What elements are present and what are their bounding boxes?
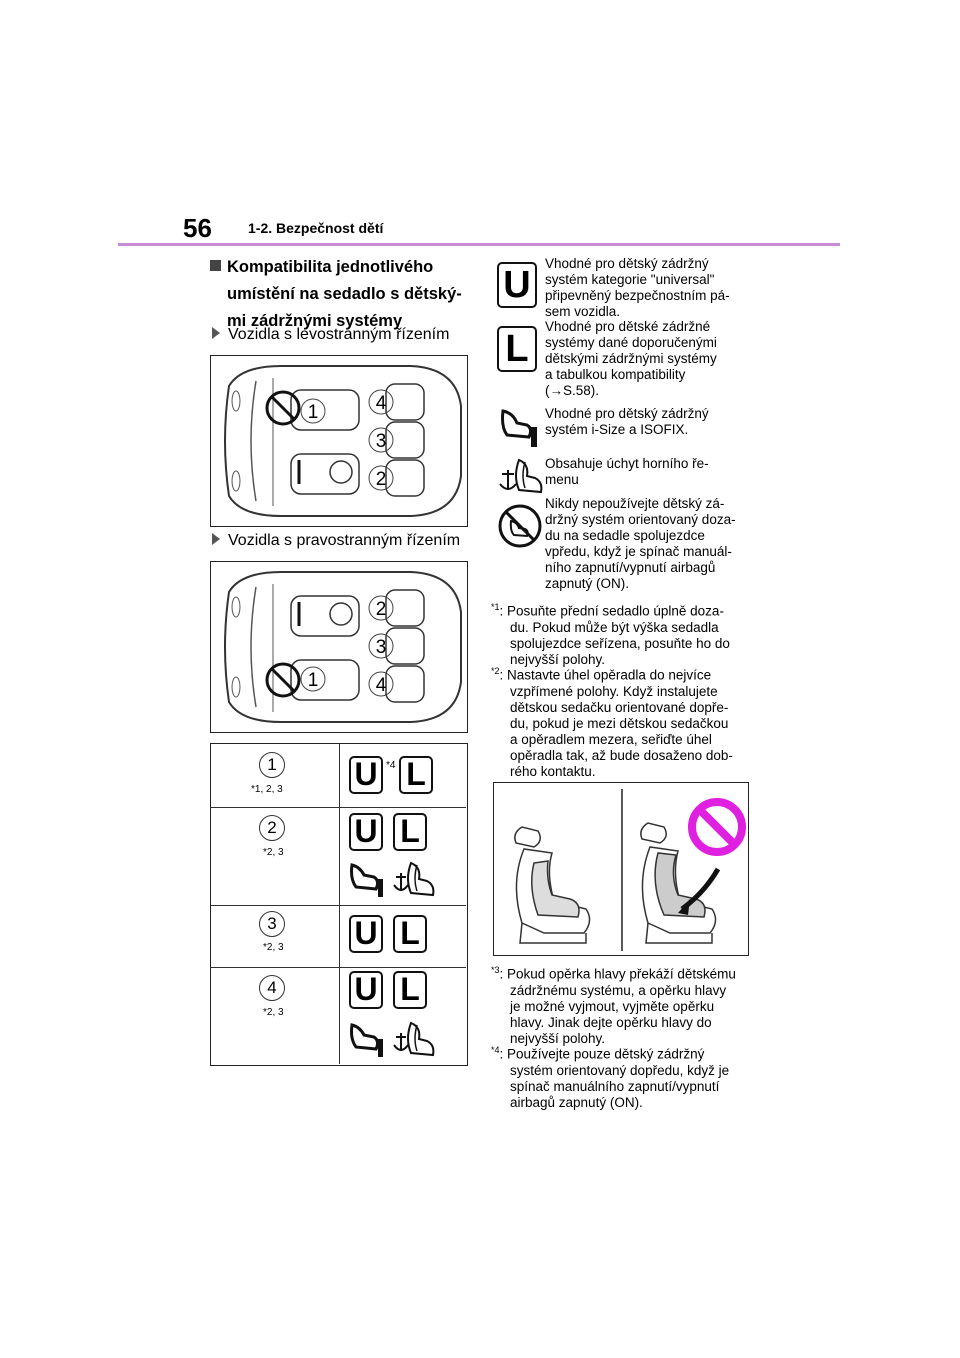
l-mark: L [497,326,537,372]
square-bullet-icon [210,260,221,271]
mark-note: *4 [386,760,396,771]
u-mark: U [349,915,383,953]
row-note: *2, 3 [263,1007,284,1018]
top-tether-icon [499,458,543,494]
seat-number: 4 [259,975,285,1001]
l-mark: L [393,971,427,1009]
legend-tether-text: Obsahuje úchyt horního ře- menu [545,456,709,487]
compat-table: 1 *1, 2, 3 U *4 L 2 *2, 3 U L 3 *2, 3 U … [210,743,468,1066]
lhd-seat-2: 2 [376,469,387,490]
rhd-seat-1: 1 [308,670,319,691]
prohibited-icon [688,798,746,856]
footnote-2: *2: Nastavte úhel opěradla do nejvíce vz… [491,666,733,779]
legend-u-text: Vhodné pro dětský zádržný systém kategor… [545,256,730,319]
headrest-illustration [493,782,749,956]
lhd-seat-1: 1 [308,402,319,423]
u-mark: U [349,813,383,851]
headrest-svg [514,789,746,951]
lhd-seat-3: 3 [376,431,387,452]
l-mark: L [393,915,427,953]
section-title: Kompatibilita jednotlivého umístění na s… [210,254,480,335]
legend-no-rear-text: Nikdy nepoužívejte dětský zá- držný syst… [545,496,736,591]
l-mark: L [393,813,427,851]
legend-u: U [497,262,537,308]
lhd-car-svg: 1 4 3 2 [224,365,462,517]
footnote-4: *4: Používejte pouze dětský zádržný syst… [491,1045,730,1110]
triangle-bullet-icon [212,327,220,339]
legend-l-text: Vhodné pro dětské zádržné systémy dané d… [545,319,717,398]
header-rule [118,243,840,246]
isofix-seat-icon [350,863,383,897]
triangle-bullet-icon [212,533,220,545]
legend-l: L [497,326,537,372]
top-tether-icon [393,1021,435,1057]
isofix-seat-icon [350,1023,383,1057]
rhd-seat-2: 2 [376,599,387,620]
top-tether-icon [393,861,435,897]
page-number: 56 [183,213,212,243]
l-mark: L [399,756,433,794]
u-mark: U [349,756,383,794]
seat-number: 1 [259,752,285,778]
row-note: *2, 3 [263,942,284,953]
table-row: 3 *2, 3 U L [211,905,466,968]
rhd-seat-4: 4 [376,675,387,696]
table-row: 1 *1, 2, 3 U *4 L [211,744,466,808]
row-note: *2, 3 [263,847,284,858]
seat-number: 2 [259,815,285,841]
rhd-seat-3: 3 [376,637,387,658]
no-rear-facing-icon [498,504,542,548]
table-row: 2 *2, 3 U L [211,807,466,906]
rhd-car-diagram: 2 3 1 4 [210,561,468,733]
rhd-subheading: Vozidla s pravostranným řízením [212,532,460,550]
legend-isofix-text: Vhodné pro dětský zádržný systém i-Size … [545,406,709,437]
lhd-subheading: Vozidla s levostranným řízením [212,326,449,344]
lhd-car-diagram: 1 4 3 2 [210,355,468,527]
seat-number: 3 [259,911,285,937]
rhd-car-svg: 2 3 1 4 [224,571,462,723]
footnote-3: *3: Pokud opěrka hlavy překáží dětskému … [491,965,736,1046]
footnote-1: *1: Posuňte přední sedadlo úplně doza- d… [491,602,730,667]
u-mark: U [349,971,383,1009]
isofix-seat-icon [501,409,537,447]
lhd-seat-4: 4 [376,393,387,414]
table-row: 4 *2, 3 U L [211,967,466,1064]
chapter-title: 1-2. Bezpečnost dětí [248,220,384,236]
row-note: *1, 2, 3 [251,784,283,795]
u-mark: U [497,262,537,308]
